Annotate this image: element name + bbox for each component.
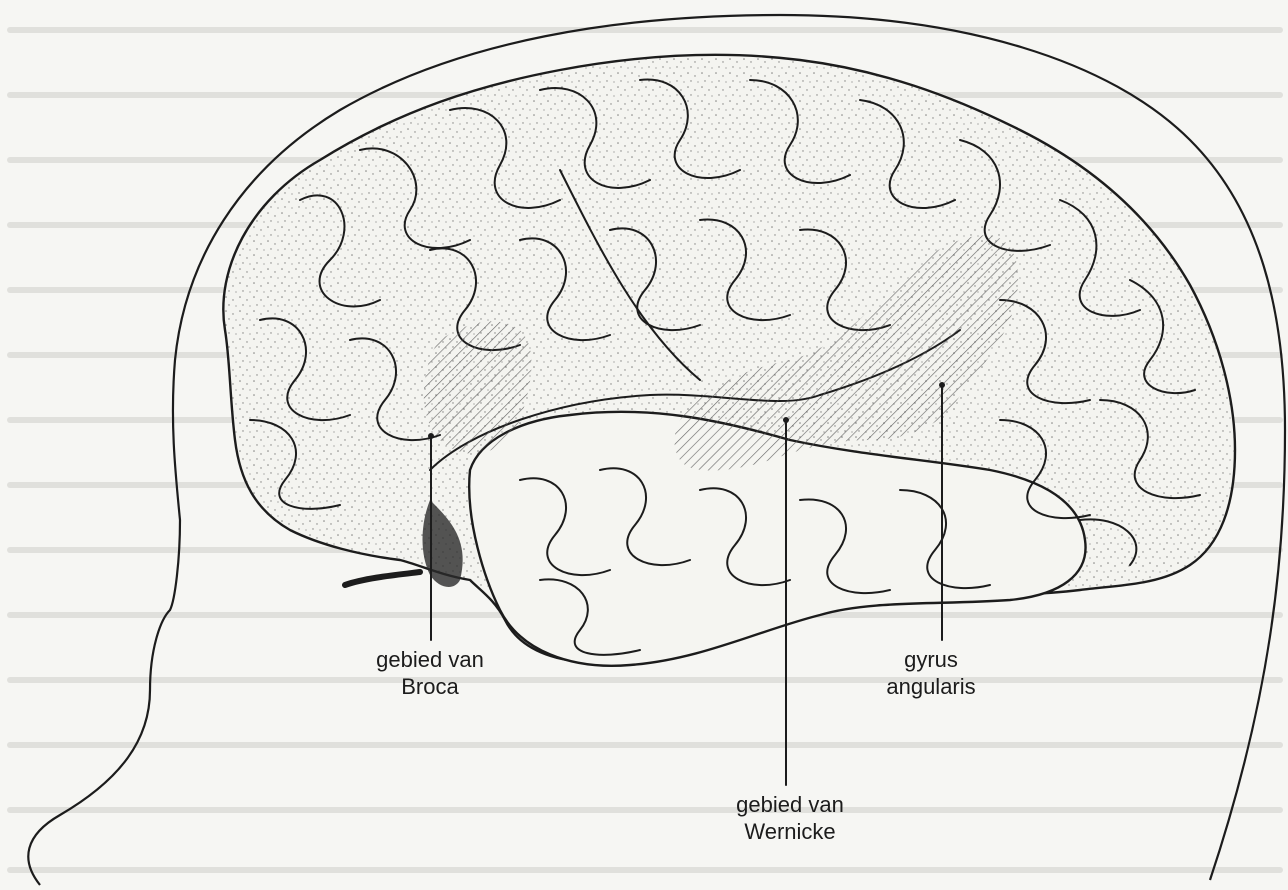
optic-nerve: [345, 572, 420, 585]
label-gyrus-line1: gyrus: [856, 646, 1006, 673]
label-wernicke-line2: Wernicke: [690, 818, 890, 845]
label-gyrus-angularis: gyrus angularis: [856, 646, 1006, 700]
label-wernicke-line1: gebied van: [690, 791, 890, 818]
label-broca-line1: gebied van: [340, 646, 520, 673]
label-gyrus-line2: angularis: [856, 673, 1006, 700]
label-wernicke: gebied van Wernicke: [690, 791, 890, 845]
label-broca: gebied van Broca: [340, 646, 520, 700]
label-broca-line2: Broca: [340, 673, 520, 700]
